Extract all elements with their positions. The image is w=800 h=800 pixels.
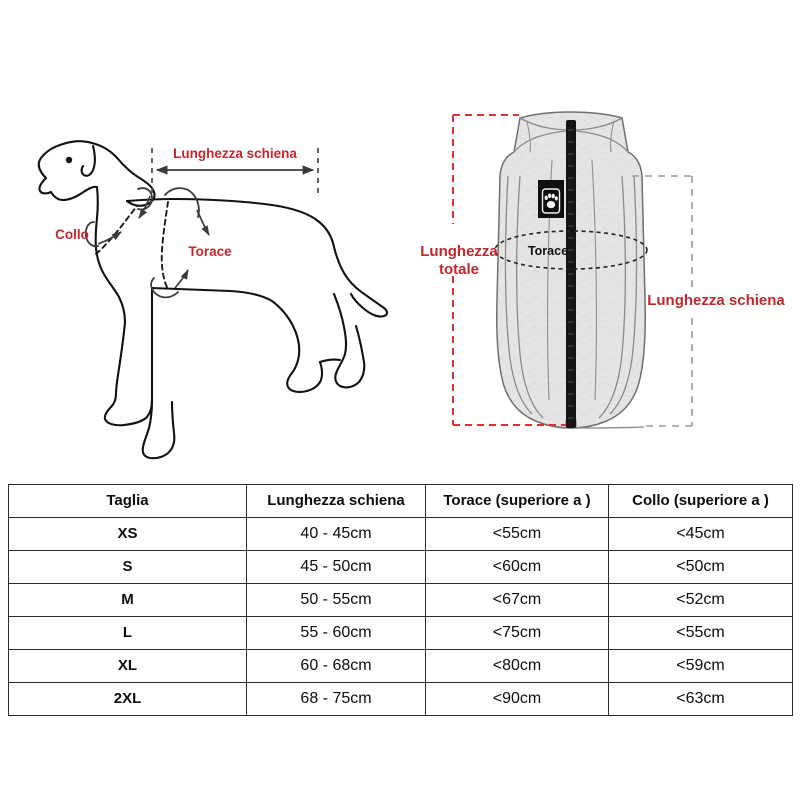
cell-size: XS: [8, 517, 247, 551]
jacket-total-length-label-line1: Lunghezza: [420, 243, 498, 260]
table-row: M 50 - 55cm <67cm <52cm: [8, 583, 793, 617]
dog-muzzle-outline: [38, 176, 99, 202]
header-lunghezza-schiena: Lunghezza schiena: [246, 484, 426, 518]
cell-neck: <55cm: [608, 616, 793, 650]
jacket-chest-ellipse: [494, 230, 648, 270]
neck-arrow: [97, 231, 122, 245]
table-row: XL 60 - 68cm <80cm <59cm: [8, 649, 793, 683]
chest-loop-bottom-curve: [150, 277, 179, 299]
dog-hind-leg-rear-outline: [332, 292, 366, 389]
size-table: Taglia Lunghezza schiena Torace (superio…: [8, 484, 793, 716]
neck-measure-dashed: [95, 205, 138, 255]
chest-loop-top-curve: [164, 187, 200, 218]
table-row: XS 40 - 45cm <55cm <45cm: [8, 517, 793, 551]
total-length-bracket: [452, 114, 566, 426]
jacket-stripe-left-inner: [515, 175, 544, 419]
dog-illustration: Lunghezza schiena Collo Torace: [37, 140, 389, 460]
dog-chest-label: Torace: [188, 244, 232, 259]
paw-logo-patch: [538, 180, 564, 218]
cell-size: 2XL: [8, 682, 247, 716]
cell-size: S: [8, 550, 247, 584]
cell-back: 55 - 60cm: [246, 616, 426, 650]
dog-tail-outline: [349, 292, 389, 318]
chest-arrow-bottom: [174, 269, 189, 289]
dog-head-outline: [37, 140, 156, 207]
cell-back: 68 - 75cm: [246, 682, 426, 716]
dog-neck-front-outline: [94, 185, 127, 324]
dog-hind-leg-outline: [270, 299, 324, 393]
cell-neck: <59cm: [608, 649, 793, 683]
table-header-row: Taglia Lunghezza schiena Torace (superio…: [8, 484, 793, 518]
table-row: L 55 - 60cm <75cm <55cm: [8, 616, 793, 650]
jacket-illustration: Torace Lunghezza totale Lunghezza schien…: [420, 111, 785, 429]
diagram-area: Lunghezza schiena Collo Torace: [37, 111, 785, 460]
cell-back: 60 - 68cm: [246, 649, 426, 683]
dog-topline-outline: [125, 197, 369, 298]
cell-chest: <55cm: [425, 517, 609, 551]
dog-ear-outline: [80, 144, 96, 177]
chest-arrow-top: [196, 209, 210, 236]
cell-neck: <50cm: [608, 550, 793, 584]
cell-back: 40 - 45cm: [246, 517, 426, 551]
dog-back-length-label: Lunghezza schiena: [173, 146, 297, 161]
neck-loop-curve: [84, 221, 99, 248]
jacket-back-length-label: Lunghezza schiena: [647, 292, 785, 309]
dog-front-leg-rear-outline: [141, 398, 176, 460]
back-length-bracket: [632, 175, 693, 427]
jacket-collar-fold-left: [526, 121, 531, 153]
dog-eye-icon: [65, 156, 73, 164]
cell-chest: <80cm: [425, 649, 609, 683]
cell-back: 50 - 55cm: [246, 583, 426, 617]
table-row: 2XL 68 - 75cm <90cm <63cm: [8, 682, 793, 716]
jacket-collar-fold-right: [610, 120, 615, 153]
paw-print-icon: [544, 193, 558, 209]
cell-chest: <75cm: [425, 616, 609, 650]
cell-chest: <60cm: [425, 550, 609, 584]
dog-hock-outline: [318, 358, 342, 364]
jacket-stripe-right-outer: [609, 175, 638, 415]
cell-neck: <63cm: [608, 682, 793, 716]
header-collo: Collo (superiore a ): [608, 484, 793, 518]
chest-measure-dashed: [160, 201, 169, 290]
table-row: S 45 - 50cm <60cm <50cm: [8, 550, 793, 584]
withers-arrow: [138, 195, 151, 219]
dog-neck-label: Collo: [55, 227, 89, 242]
cell-back: 45 - 50cm: [246, 550, 426, 584]
diagrams-svg: Lunghezza schiena Collo Torace: [37, 111, 785, 460]
cell-chest: <67cm: [425, 583, 609, 617]
dog-belly-outline: [150, 286, 274, 347]
cell-neck: <45cm: [608, 517, 793, 551]
cell-size: M: [8, 583, 247, 617]
jacket-seam-right: [591, 159, 597, 401]
cell-size: L: [8, 616, 247, 650]
jacket-hem-right-flap: [575, 426, 645, 429]
jacket-zipper-teeth: [568, 129, 574, 419]
cell-chest: <90cm: [425, 682, 609, 716]
header-taglia: Taglia: [8, 484, 247, 518]
jacket-chest-label: Torace: [528, 244, 568, 258]
jacket-stripe-right-inner: [598, 175, 627, 419]
header-torace: Torace (superiore a ): [425, 484, 609, 518]
jacket-total-length-label-line2: totale: [439, 261, 479, 278]
dog-front-leg-outline: [103, 320, 154, 427]
cell-neck: <52cm: [608, 583, 793, 617]
cell-size: XL: [8, 649, 247, 683]
jacket-stripe-left-outer: [504, 175, 533, 415]
